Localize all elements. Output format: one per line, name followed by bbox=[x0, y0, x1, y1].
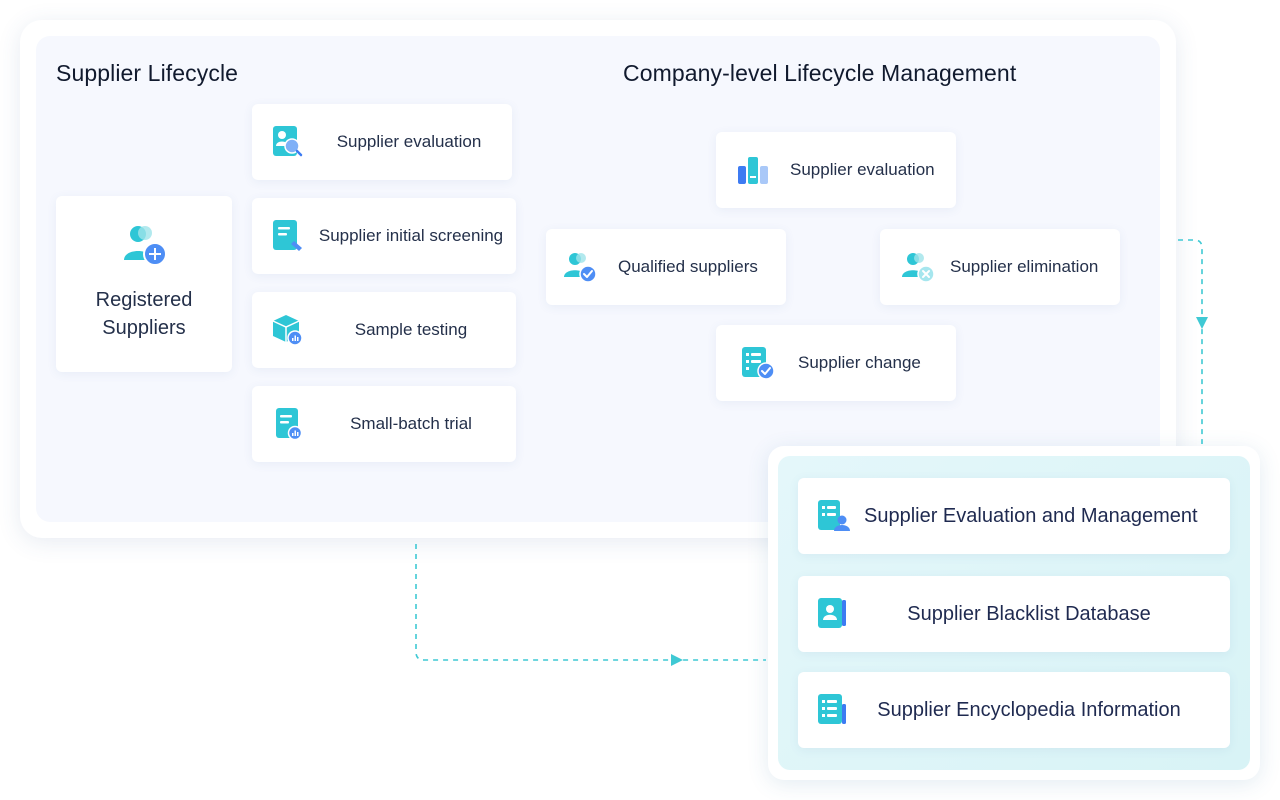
step-sample-testing[interactable]: Sample testing bbox=[252, 292, 516, 368]
db-supplier-blacklist[interactable]: Supplier Blacklist Database bbox=[798, 576, 1230, 652]
arrowhead-down bbox=[1196, 317, 1208, 329]
registered-suppliers-card[interactable]: Registered Suppliers bbox=[56, 196, 232, 372]
connector-company-to-database bbox=[1178, 239, 1203, 444]
db-supplier-encyclopedia[interactable]: Supplier Encyclopedia Information bbox=[798, 672, 1230, 748]
user-remove-icon bbox=[900, 249, 936, 285]
db-label: Supplier Blacklist Database bbox=[907, 602, 1151, 625]
contact-book-icon bbox=[816, 596, 852, 632]
connector-lifecycle-to-database bbox=[415, 544, 766, 661]
step-supplier-evaluation[interactable]: Supplier evaluation bbox=[252, 104, 512, 180]
db-label: Supplier Evaluation and Management bbox=[864, 504, 1198, 527]
document-pen-icon bbox=[270, 218, 306, 254]
db-label: Supplier Encyclopedia Information bbox=[877, 698, 1181, 721]
node-supplier-evaluation[interactable]: Supplier evaluation bbox=[716, 132, 956, 208]
supplier-lifecycle-title: Supplier Lifecycle bbox=[56, 60, 239, 86]
step-label: Supplier evaluation bbox=[336, 132, 482, 151]
step-supplier-initial-screening[interactable]: Supplier initial screening bbox=[252, 198, 516, 274]
node-label: Supplier elimination bbox=[950, 257, 1099, 276]
document-chart-icon bbox=[270, 406, 306, 442]
user-check-icon bbox=[562, 249, 598, 285]
node-label: Supplier evaluation bbox=[790, 160, 935, 179]
step-small-batch-trial[interactable]: Small-batch trial bbox=[252, 386, 516, 462]
registered-suppliers-label: Registered Suppliers bbox=[95, 289, 193, 339]
step-label: Sample testing bbox=[354, 320, 468, 339]
step-label: Small-batch trial bbox=[350, 414, 472, 433]
document-search-icon bbox=[270, 124, 306, 160]
node-label: Supplier change bbox=[798, 353, 921, 372]
company-lifecycle-title: Company-level Lifecycle Management bbox=[623, 60, 1017, 86]
list-book-icon bbox=[816, 692, 852, 728]
node-supplier-elimination[interactable]: Supplier elimination bbox=[880, 229, 1120, 305]
node-supplier-change[interactable]: Supplier change bbox=[716, 325, 956, 401]
step-label: Supplier initial screening bbox=[318, 226, 504, 245]
bar-chart-icon bbox=[736, 152, 772, 188]
node-label: Qualified suppliers bbox=[618, 257, 758, 276]
list-check-icon bbox=[740, 345, 776, 381]
db-supplier-evaluation-management[interactable]: Supplier Evaluation and Management bbox=[798, 478, 1230, 554]
user-add-icon bbox=[118, 220, 170, 272]
node-qualified-suppliers[interactable]: Qualified suppliers bbox=[546, 229, 786, 305]
box-chart-icon bbox=[270, 312, 306, 348]
arrowhead-right bbox=[671, 654, 683, 666]
document-user-icon bbox=[816, 498, 852, 534]
